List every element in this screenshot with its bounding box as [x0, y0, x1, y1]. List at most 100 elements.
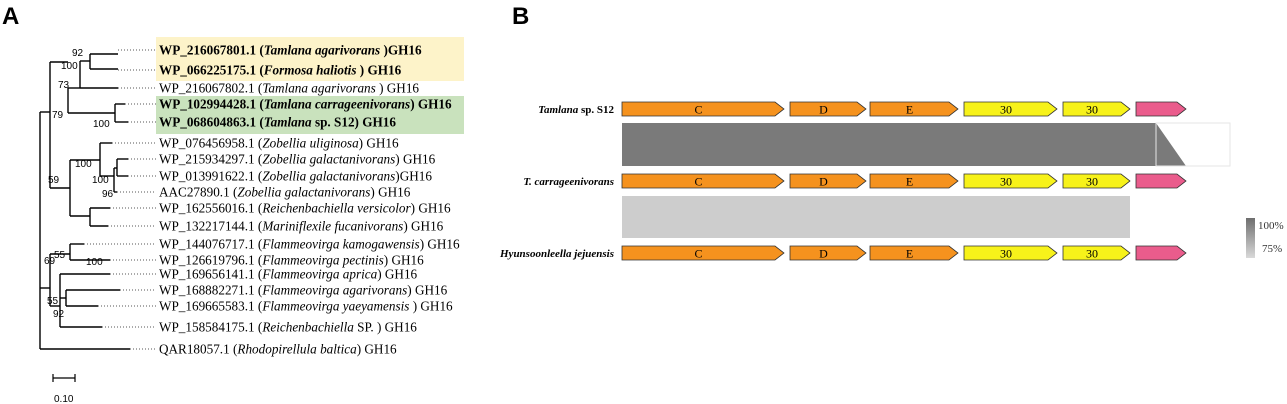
- gene-arrow: [789, 173, 867, 189]
- leaf-accession: WP_144076717.1 (: [159, 237, 262, 252]
- leaf-suffix: ) GH16: [403, 219, 443, 234]
- gene-arrow: [789, 245, 867, 261]
- bootstrap-value: 79: [52, 110, 64, 121]
- gene-arrow: [869, 101, 959, 117]
- organism-label: Hyunsoonleella jejuensis: [499, 248, 614, 260]
- gene-label: 30: [1000, 247, 1012, 261]
- leaf-suffix: ) GH16: [384, 253, 424, 268]
- leaf-label: AAC27890.1 (Zobellia galactanivorans) GH…: [159, 185, 411, 200]
- identity-block-outline: [1155, 122, 1231, 167]
- leaf-accession: WP_102994428.1 (: [159, 97, 264, 112]
- leaf-accession: WP_076456958.1 (: [159, 136, 262, 151]
- leaf-accession: WP_215934297.1 (: [159, 152, 262, 167]
- organism-genus: T. carrageenivorans: [523, 176, 614, 188]
- tree-branches: [39, 53, 130, 350]
- leaf-species: Tamlana agarivorans: [262, 81, 375, 96]
- leaf-accession: WP_169656141.1 (: [159, 267, 262, 282]
- gene-label: C: [694, 103, 702, 117]
- scale-bar: 0.10: [52, 374, 76, 404]
- highlight-boxes: [156, 37, 464, 134]
- gene-arrow: [1135, 245, 1187, 261]
- gene-arrow: [1062, 173, 1131, 189]
- gene-arrow: [789, 101, 867, 117]
- tree-dotted-extensions: [84, 49, 156, 350]
- leaf-accession: WP_216067801.1 (: [159, 43, 264, 58]
- gene-label: 30: [1000, 103, 1012, 117]
- leaf-suffix: ) GH16: [359, 136, 399, 151]
- leaf-accession: WP_066225175.1 (: [159, 63, 264, 78]
- leaf-accession: AAC27890.1 (: [159, 185, 237, 200]
- leaf-accession: WP_216067802.1 (: [159, 81, 262, 96]
- leaf-label: WP_158584175.1 (Reichenbachiella SP. ) G…: [159, 320, 417, 335]
- leaf-label: WP_144076717.1 (Flammeovirga kamogawensi…: [159, 237, 460, 252]
- leaf-suffix: ) GH16: [356, 63, 401, 78]
- leaf-suffix: ) GH16: [357, 342, 397, 357]
- gene-arrow: [963, 101, 1058, 117]
- gene-arrow: [869, 173, 959, 189]
- gene-label: 30: [1000, 175, 1012, 189]
- leaf-label: WP_066225175.1 (Formosa haliotis ) GH16: [159, 63, 402, 78]
- leaf-accession: WP_068604863.1 (: [159, 115, 264, 130]
- leaf-species: Formosa haliotis: [263, 63, 357, 78]
- gene-label: 30: [1086, 175, 1098, 189]
- identity-legend-min: 75%: [1262, 243, 1282, 255]
- leaf-label: WP_102994428.1 (Tamlana carrageenivorans…: [159, 97, 452, 112]
- leaf-suffix: ) GH16: [370, 185, 410, 200]
- bootstrap-value: 100: [93, 119, 110, 130]
- gene-arrow: [1062, 101, 1131, 117]
- leaf-suffix: )GH16: [380, 43, 422, 58]
- leaf-suffix: ) GH16: [411, 201, 451, 216]
- highlight-box-green: [156, 96, 464, 134]
- leaf-species: Reichenbachiella: [261, 320, 354, 335]
- leaf-label: WP_169656141.1 (Flammeovirga aprica) GH1…: [159, 267, 418, 282]
- leaf-accession: WP_162556016.1 (: [159, 201, 262, 216]
- leaf-species: Flammeovirga pectinis: [261, 253, 383, 268]
- panel-b-label: B: [512, 3, 529, 30]
- bootstrap-value: 69: [44, 256, 56, 267]
- leaf-suffix: sp. S12) GH16: [312, 115, 397, 130]
- leaf-suffix: )GH16: [395, 169, 432, 184]
- leaf-species: Flammeovirga kamogawensis: [261, 237, 419, 252]
- leaf-label: WP_076456958.1 (Zobellia uliginosa) GH16: [159, 136, 399, 151]
- leaf-label: QAR18057.1 (Rhodopirellula baltica) GH16: [159, 342, 397, 357]
- gene-label: E: [906, 175, 913, 189]
- leaf-label: WP_169665583.1 (Flammeovirga yaeyamensis…: [159, 299, 453, 314]
- leaf-label: WP_168882271.1 (Flammeovirga agarivorans…: [159, 283, 448, 298]
- identity-block-carrageenivorans-vs-jejuensis: [622, 196, 1130, 238]
- leaf-label: WP_013991622.1 (Zobellia galactanivorans…: [159, 169, 432, 184]
- leaf-accession: WP_013991622.1 (: [159, 169, 262, 184]
- leaf-label: WP_216067801.1 (Tamlana agarivorans )GH1…: [159, 43, 422, 58]
- leaf-species: Rhodopirellula baltica: [236, 342, 357, 357]
- leaf-species: Tamlana: [264, 115, 312, 130]
- gene-arrow: [621, 173, 785, 189]
- identity-legend-gradient: [1246, 218, 1255, 258]
- leaf-suffix: ) GH16: [377, 267, 417, 282]
- leaf-suffix: ) GH16: [376, 81, 420, 96]
- gene-label: E: [906, 103, 913, 117]
- bootstrap-value: 55: [47, 296, 59, 307]
- gene-arrow: [621, 245, 785, 261]
- panel-a-label: A: [2, 3, 19, 30]
- identity-legend: 100% 75%: [1246, 218, 1284, 258]
- leaf-labels: WP_216067801.1 ( Tamlana agarivorans )GH1…: [159, 43, 460, 357]
- leaf-label: WP_132217144.1 (Mariniflexile fucanivora…: [159, 219, 444, 234]
- bootstrap-value: 92: [53, 309, 65, 320]
- bootstrap-value: 100: [92, 175, 109, 186]
- leaf-label: WP_126619796.1 (Flammeovirga pectinis) G…: [159, 253, 424, 268]
- gene-label: D: [819, 247, 828, 261]
- leaf-label: WP_068604863.1 (Tamlana sp. S12) GH16: [159, 115, 396, 130]
- leaf-species: Flammeovirga yaeyamensis: [261, 299, 409, 314]
- gene-label: C: [694, 175, 702, 189]
- leaf-suffix: ) GH16: [420, 237, 460, 252]
- leaf-suffix: ) GH16: [407, 283, 447, 298]
- gene-arrow: [963, 173, 1058, 189]
- bootstrap-value: 96: [102, 189, 114, 200]
- identity-block-s12-vs-carrageenivorans: [622, 123, 1186, 166]
